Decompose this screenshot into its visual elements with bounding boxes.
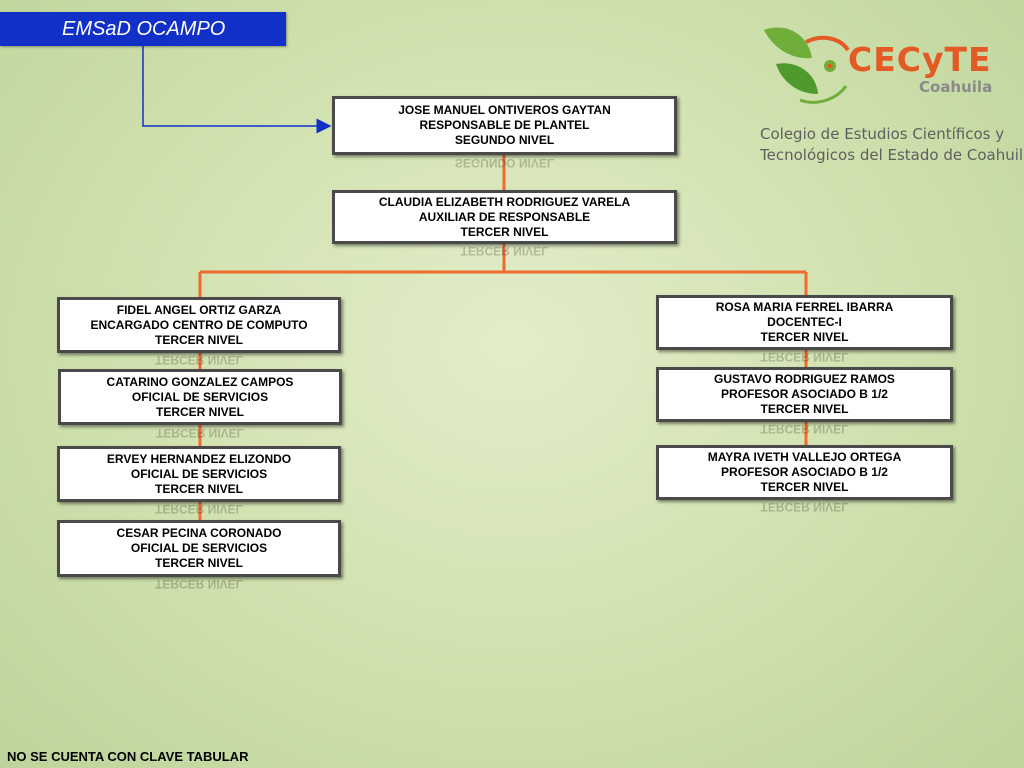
node-name: CATARINO GONZALEZ CAMPOS <box>106 374 294 389</box>
node-level: TERCER NIVEL <box>154 556 243 570</box>
node-level: TERCER NIVEL <box>760 330 849 344</box>
node-reflection: TERCER NIVEL <box>155 428 244 440</box>
org-node-left4: CESAR PECINA CORONADO OFICIAL DE SERVICI… <box>57 520 341 577</box>
logo-tagline: Colegio de Estudios Científicos y Tecnol… <box>760 124 1024 166</box>
node-level: TERCER NIVEL <box>760 402 849 416</box>
node-reflection: TERCER NIVEL <box>460 246 549 258</box>
logo-wordmark: CECyTE <box>848 40 992 79</box>
org-node-right2: GUSTAVO RODRIGUEZ RAMOS PROFESOR ASOCIAD… <box>656 367 953 422</box>
node-name: ROSA MARIA FERREL IBARRA <box>715 300 894 314</box>
node-role: PROFESOR ASOCIADO B 1/2 <box>721 465 888 479</box>
org-node-right3: MAYRA IVETH VALLEJO ORTEGA PROFESOR ASOC… <box>656 445 953 500</box>
node-reflection: TERCER NIVEL <box>154 579 243 591</box>
node-reflection: TERCER NIVEL <box>760 424 849 436</box>
node-role: OFICIAL DE SERVICIOS <box>130 541 268 555</box>
orange-connectors <box>198 155 808 521</box>
node-name: ERVEY HERNANDEZ ELIZONDO <box>106 451 292 466</box>
org-node-head: JOSE MANUEL ONTIVEROS GAYTAN RESPONSABLE… <box>332 96 677 155</box>
org-node-left1: FIDEL ANGEL ORTIZ GARZA ENCARGADO CENTRO… <box>57 297 341 353</box>
footer-note: NO SE CUENTA CON CLAVE TABULAR <box>7 749 249 764</box>
org-node-left3: ERVEY HERNANDEZ ELIZONDO OFICIAL DE SERV… <box>57 446 341 502</box>
node-level: TERCER NIVEL <box>760 480 849 494</box>
node-reflection: SEGUNDO NIVEL <box>454 158 555 170</box>
org-node-right1: ROSA MARIA FERREL IBARRA DOCENTEC-I TERC… <box>656 295 953 350</box>
node-name: CESAR PECINA CORONADO <box>116 526 282 540</box>
logo-tagline-line2: Tecnológicos del Estado de Coahuila <box>760 146 1024 164</box>
node-name: GUSTAVO RODRIGUEZ RAMOS <box>714 372 895 386</box>
node-reflection: TERCER NIVEL <box>154 355 243 367</box>
node-reflection: TERCER NIVEL <box>760 352 849 364</box>
node-role: OFICIAL DE SERVICIOS <box>130 466 268 481</box>
node-name: FIDEL ANGEL ORTIZ GARZA <box>116 302 282 317</box>
node-role: RESPONSABLE DE PLANTEL <box>419 118 590 132</box>
node-role: OFICIAL DE SERVICIOS <box>131 389 269 404</box>
node-role: ENCARGADO CENTRO DE COMPUTO <box>90 317 308 332</box>
node-level: TERCER NIVEL <box>460 224 549 239</box>
node-name: CLAUDIA ELIZABETH RODRIGUEZ VARELA <box>378 194 631 209</box>
org-node-assistant: CLAUDIA ELIZABETH RODRIGUEZ VARELA AUXIL… <box>332 190 677 244</box>
node-reflection: TERCER NIVEL <box>760 502 849 514</box>
cecyte-logo: CECyTE Coahuila Colegio de Estudios Cien… <box>756 20 1024 170</box>
node-level: SEGUNDO NIVEL <box>454 133 555 147</box>
node-role: PROFESOR ASOCIADO B 1/2 <box>721 387 888 401</box>
page-title: EMSaD OCAMPO <box>0 12 286 46</box>
logo-tagline-line1: Colegio de Estudios Científicos y <box>760 125 1005 143</box>
node-role: DOCENTEC-I <box>767 315 842 329</box>
logo-state: Coahuila <box>919 78 993 96</box>
node-level: TERCER NIVEL <box>155 404 244 419</box>
node-name: MAYRA IVETH VALLEJO ORTEGA <box>707 450 902 464</box>
node-reflection: TERCER NIVEL <box>154 504 243 516</box>
node-level: TERCER NIVEL <box>154 332 243 347</box>
node-name: JOSE MANUEL ONTIVEROS GAYTAN <box>398 103 611 117</box>
title-arrow <box>142 46 332 134</box>
leaf-emblem-icon <box>764 27 850 104</box>
node-role: AUXILIAR DE RESPONSABLE <box>418 209 591 224</box>
org-node-left2: CATARINO GONZALEZ CAMPOS OFICIAL DE SERV… <box>58 369 342 425</box>
node-level: TERCER NIVEL <box>154 481 243 496</box>
